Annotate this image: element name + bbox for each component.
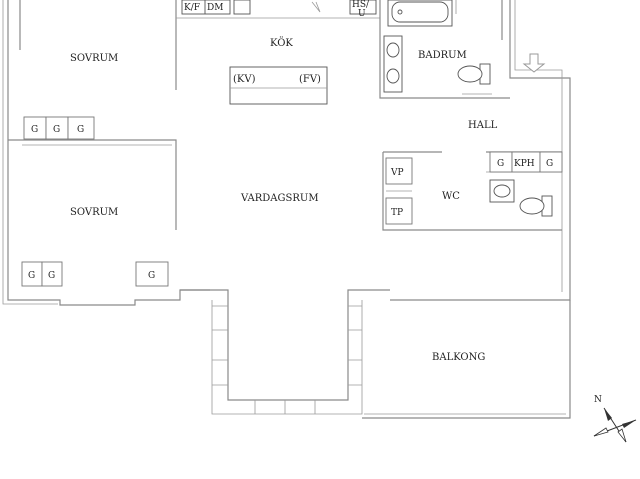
kf-label: K/F [184,3,200,13]
storage-g-5: G [48,271,55,281]
bedroom-top-storage [23,116,95,140]
hall-storage [489,151,563,173]
hsu-label: HS/ [352,0,370,10]
entrance-arrow-icon [522,53,546,73]
room-label-wc: WC [442,191,460,202]
bathtub [387,0,453,27]
storage-g-3: G [77,125,84,135]
compass-icon [593,407,637,443]
room-label-balcony: BALKONG [432,352,485,363]
bathroom-sinks [383,35,403,93]
outer-walls [2,0,571,306]
balcony-outline [362,300,571,419]
kitchen-counter [181,0,377,15]
room-label-bedroom-bottom: SOVRUM [70,207,118,218]
storage-g-6: G [148,271,155,281]
room-label-bathroom: BADRUM [418,50,467,61]
bedroom-bottom-storage [21,261,169,287]
compass-north-label: N [594,395,602,405]
storage-g-1: G [31,125,38,135]
hall-g-1: G [497,159,504,169]
island-fv-label: (FV) [299,74,321,85]
island-kv-label: (KV) [233,74,256,85]
interior-walls [8,0,562,231]
bay-structure [180,289,390,415]
kitchen-island [229,66,328,105]
room-label-living: VARDAGSRUM [240,193,319,204]
vp-label: VP [390,168,404,178]
hall-kph: KPH [514,159,535,169]
hall-g-2: G [546,159,553,169]
hsu-label-line2: U [358,9,366,19]
room-label-bedroom-top: SOVRUM [70,53,118,64]
bathroom-toilet [457,63,492,95]
storage-g-2: G [53,125,60,135]
wc-cabinets [385,157,413,225]
dm-label: DM [207,3,223,13]
wc-toilet [519,195,553,217]
storage-g-4: G [28,271,35,281]
tp-label: TP [391,208,403,218]
wc-sink [489,179,515,203]
room-label-kitchen: KÖK [270,37,293,49]
room-label-hall: HALL [468,120,498,131]
